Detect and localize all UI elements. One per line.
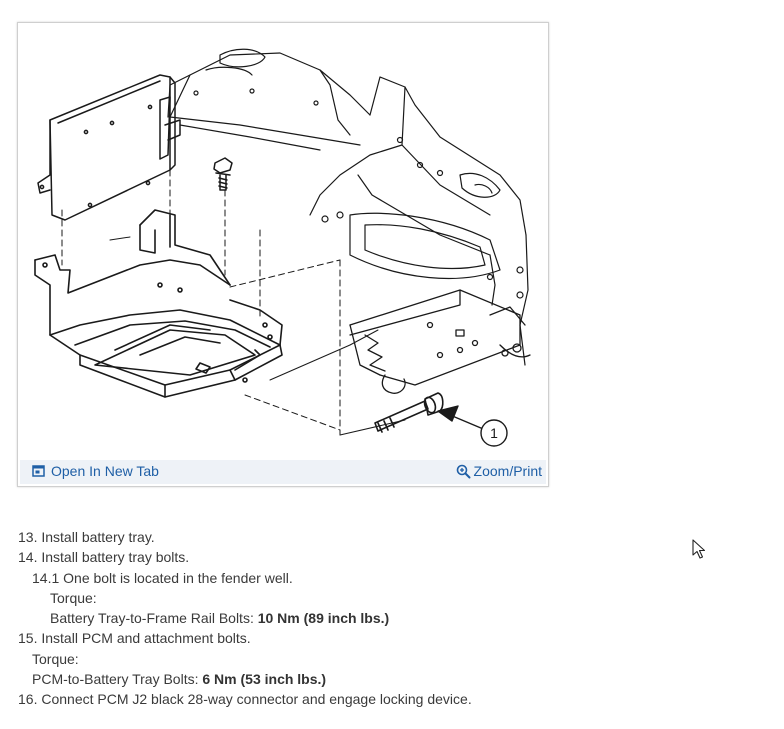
open-in-new-tab-link[interactable]: Open In New Tab [32,463,159,479]
step-15: 15. Install PCM and attachment bolts. [18,630,251,647]
figure-toolbar: Open In New Tab Zoom/Print [20,460,546,484]
pcm-torque: PCM-to-Battery Tray Bolts: 6 Nm (53 inch… [18,669,472,689]
small-bolt-drawing [213,157,233,191]
body-panel-drawing [167,48,529,366]
torque-label: PCM-to-Battery Tray Bolts: [32,671,203,688]
step-14-1: 14.1 One bolt is located in the fender w… [32,569,293,586]
torque-heading: Torque: [50,589,97,606]
step-13: 13. Install battery tray. [18,529,155,545]
step-16: 16. Connect PCM J2 black 28-way connecto… [18,691,472,708]
procedure-steps: 13. Install battery tray. 14. Install ba… [18,527,472,710]
frame-rail-drawing [349,289,531,394]
torque-value: 10 Nm (89 inch lbs.) [257,610,390,627]
zoom-in-icon [456,464,471,479]
battery-tray-drawing [34,209,283,398]
callout-label: 1 [490,425,498,441]
callout-1: 1 [480,419,508,447]
pcm-module-drawing [37,74,181,221]
zoom-print-link[interactable]: Zoom/Print [456,463,542,479]
callout-arrow [437,405,489,432]
figure-card: 1 Open In New Tab Zoom/Print [17,22,549,487]
zoom-print-label: Zoom/Print [473,463,542,479]
open-in-new-tab-icon [32,465,45,477]
torque-value: 6 Nm (53 inch lbs.) [202,671,327,688]
alignment-lines [61,169,341,436]
torque-heading: Torque: [32,650,79,667]
battery-tray-torque: Battery Tray-to-Frame Rail Bolts: 10 Nm … [18,608,472,628]
battery-tray-diagram: 1 [20,25,546,461]
torque-label: Battery Tray-to-Frame Rail Bolts: [50,610,258,627]
leader-lines [109,236,406,436]
open-in-new-tab-label: Open In New Tab [51,463,159,479]
step-14: 14. Install battery tray bolts. [18,549,190,566]
mouse-pointer-icon [692,539,706,564]
long-bolt-drawing [374,392,444,433]
